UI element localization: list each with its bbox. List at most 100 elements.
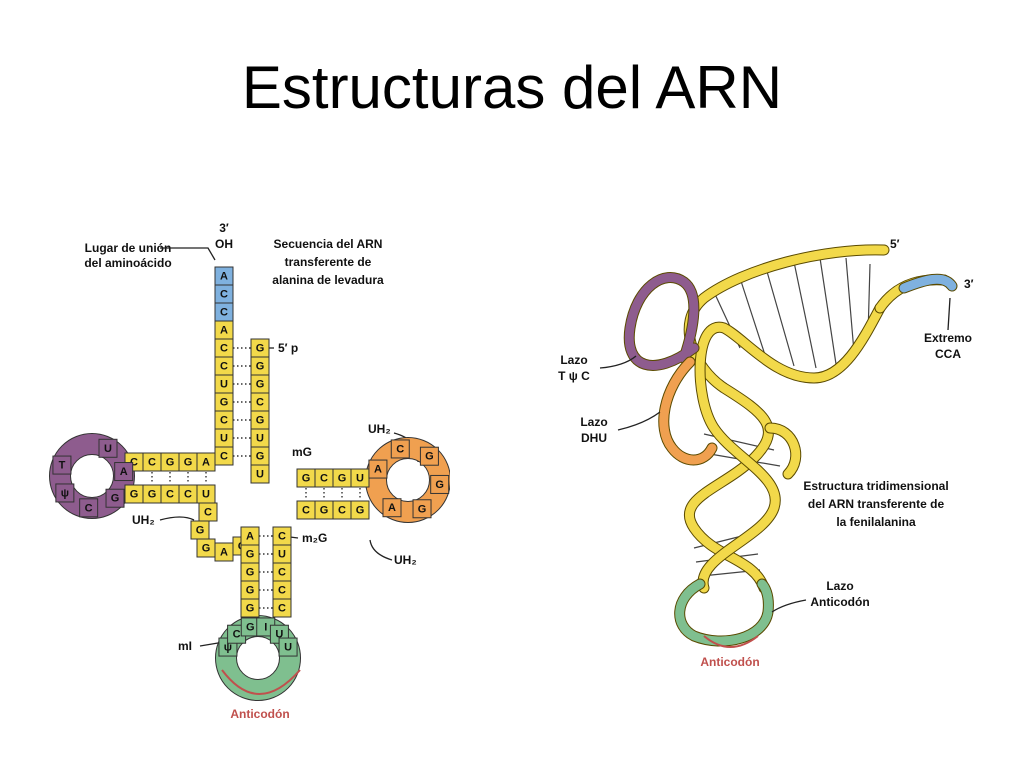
- nucleotide: G: [240, 544, 260, 564]
- nucleotide-letter: C: [166, 489, 174, 501]
- nucleotide-letter: G: [338, 473, 347, 485]
- nucleotide-letter: G: [202, 543, 211, 555]
- nucleotide-letter: G: [220, 397, 229, 409]
- uh2-label-top: UH₂: [368, 422, 391, 436]
- nucleotide-letter: C: [220, 361, 228, 373]
- nucleotide-letter: G: [130, 489, 139, 501]
- nucleotide: U: [350, 468, 370, 488]
- nucleotide-box: [382, 498, 402, 518]
- nucleotide-letter: C: [85, 502, 93, 514]
- uh2-arrow-left: [159, 516, 195, 521]
- nucleotide-box: [250, 464, 270, 484]
- nucleotide: G: [190, 520, 210, 540]
- nucleotide-box: [390, 439, 410, 459]
- nucleotide-letter: C: [220, 289, 228, 301]
- nucleotide-letter: T: [59, 460, 66, 472]
- nucleotide: G: [214, 392, 234, 412]
- nucleotide: G: [412, 499, 432, 519]
- caption-line-3: la fenilalanina: [836, 515, 916, 529]
- nucleotide: C: [296, 500, 316, 520]
- binding-site-arrow: [160, 247, 216, 261]
- nucleotide-letter: G: [425, 451, 434, 463]
- nucleotide-box: [55, 483, 75, 503]
- nucleotide: C: [214, 338, 234, 358]
- nucleotide-letter: C: [278, 603, 286, 615]
- nucleotide-letter: G: [196, 525, 205, 537]
- nucleotide-letter: G: [302, 473, 311, 485]
- nucleotide-box: [196, 452, 216, 472]
- nucleotide-box: [430, 474, 450, 494]
- nucleotide: C: [214, 302, 234, 322]
- binding-site-label-2: del aminoácido: [84, 256, 171, 270]
- nucleotide: C: [272, 526, 292, 546]
- base-pair-rungs: [151, 347, 361, 609]
- nucleotide: G: [196, 538, 216, 558]
- nucleotide: G: [160, 452, 180, 472]
- nucleotide-letter: C: [338, 505, 346, 517]
- nucleotide: G: [250, 338, 270, 358]
- nucleotide-letter: G: [166, 457, 175, 469]
- nucleotide: A: [214, 266, 234, 286]
- nucleotide-letter: C: [278, 567, 286, 579]
- five-prime-label-right: 5′: [890, 237, 900, 251]
- m2g-label: m₂G: [302, 531, 327, 545]
- helix-rung: [819, 257, 837, 365]
- heading-line-2: transferente de: [285, 255, 372, 269]
- nucleotide-letter: G: [256, 361, 265, 373]
- nucleotide: T: [52, 455, 72, 475]
- nucleotide-letter: G: [418, 503, 427, 515]
- tertiary-structure-diagram: 5′ 3′ Extremo CCA Lazo T ψ C Lazo DHU Es…: [558, 237, 974, 669]
- oh-label: OH: [215, 237, 233, 251]
- cca-label-1: Extremo: [924, 331, 972, 345]
- anticodon-bracket: [221, 669, 301, 695]
- nucleotide-letter: G: [246, 549, 255, 561]
- nucleotide-letter: C: [204, 507, 212, 519]
- ac-loop-arrow: [771, 599, 807, 613]
- dhu-label-2: DHU: [581, 431, 607, 445]
- nucleotide: G: [250, 446, 270, 466]
- nucleotide-letter: C: [148, 457, 156, 469]
- nucleotide: U: [196, 484, 216, 504]
- nucleotide-letter: C: [130, 457, 138, 469]
- nucleotide: G: [240, 598, 260, 618]
- nucleotide-letter: C: [220, 415, 228, 427]
- nucleotide-letter: C: [278, 531, 286, 543]
- nucleotide-letter: A: [220, 271, 228, 283]
- nucleotide: U: [272, 544, 292, 564]
- nucleotide-letter: C: [278, 585, 286, 597]
- nucleotide-letter: U: [356, 473, 364, 485]
- strand-a: [684, 245, 889, 593]
- nucleotide: C: [272, 562, 292, 582]
- nucleotide: C: [214, 284, 234, 304]
- nucleotide-letter: C: [302, 505, 310, 517]
- helix-rung: [765, 267, 795, 367]
- nucleotide: C: [160, 484, 180, 504]
- dhu-label-1: Lazo: [580, 415, 607, 429]
- three-prime-label: 3′: [219, 221, 229, 235]
- nucleotide: G: [350, 500, 370, 520]
- nucleotide-letter: U: [278, 549, 286, 561]
- t-loop-label-2: T ψ C: [558, 369, 590, 383]
- nucleotide: C: [214, 410, 234, 430]
- binding-site-label-1: Lugar de unión: [85, 241, 172, 255]
- nucleotide-box: [368, 459, 388, 479]
- nucleotide: G: [296, 468, 316, 488]
- three-prime-label-right: 3′: [964, 277, 974, 291]
- nucleotide-letter: C: [220, 307, 228, 319]
- nucleotide: G: [105, 488, 125, 508]
- nucleotide-box: [240, 598, 260, 618]
- nucleotide: U: [214, 428, 234, 448]
- nucleotide: C: [178, 484, 198, 504]
- nucleotide-letter: I: [264, 621, 267, 633]
- nucleotide-box: [114, 462, 134, 482]
- nucleotide: ψ: [55, 483, 75, 503]
- nucleotide: C: [214, 356, 234, 376]
- nucleotide-box: [412, 499, 432, 519]
- nucleotide: C: [250, 392, 270, 412]
- nucleotide: A: [240, 526, 260, 546]
- anticodon-label-left: Anticodón: [230, 707, 289, 721]
- nucleotide: G: [142, 484, 162, 504]
- slide-title: Estructuras del ARN: [241, 54, 783, 121]
- nucleotide-box: [52, 455, 72, 475]
